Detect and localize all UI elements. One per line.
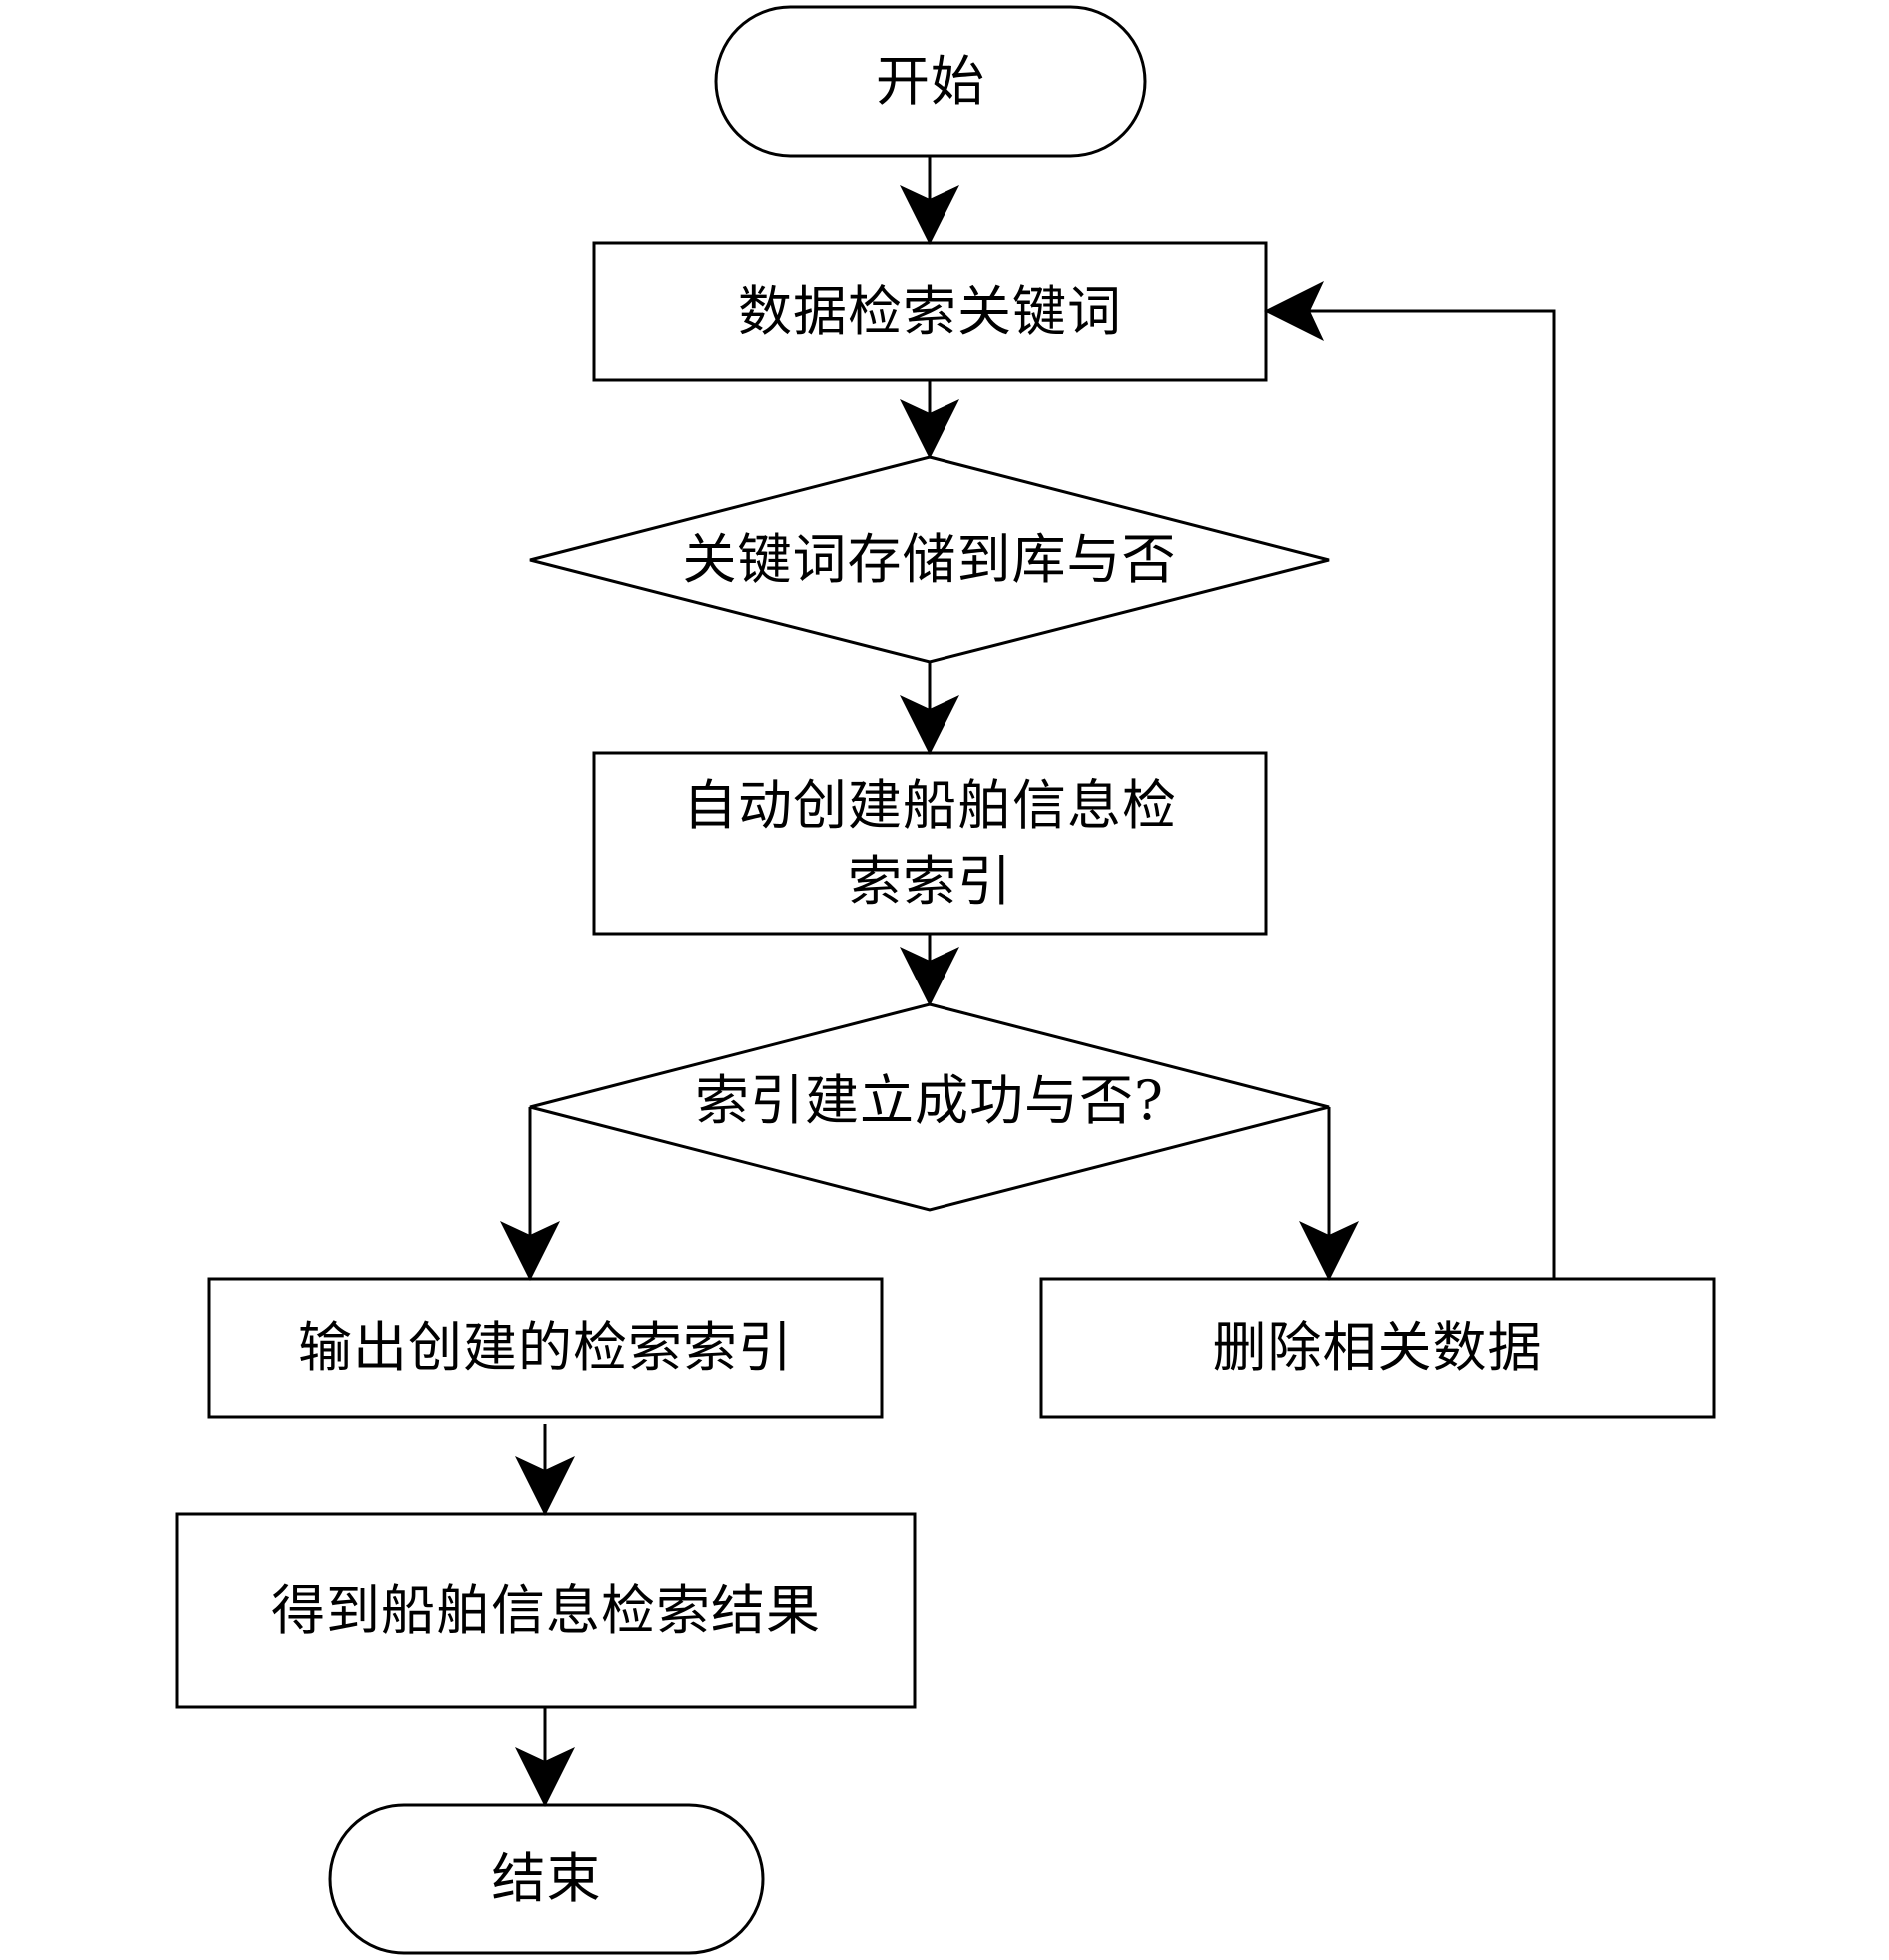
start-terminal (714, 5, 1147, 158)
end-terminal (328, 1803, 765, 1955)
arrow-delete-loop-to-keyword (1264, 281, 1556, 1279)
create-index-box (592, 751, 1268, 936)
delete-data-box (1039, 1277, 1716, 1419)
result-box (175, 1512, 917, 1709)
stored-decision-diamond (529, 455, 1330, 664)
keyword-box (592, 241, 1268, 382)
output-index-box (207, 1277, 884, 1419)
index-decision-diamond (529, 1002, 1330, 1212)
